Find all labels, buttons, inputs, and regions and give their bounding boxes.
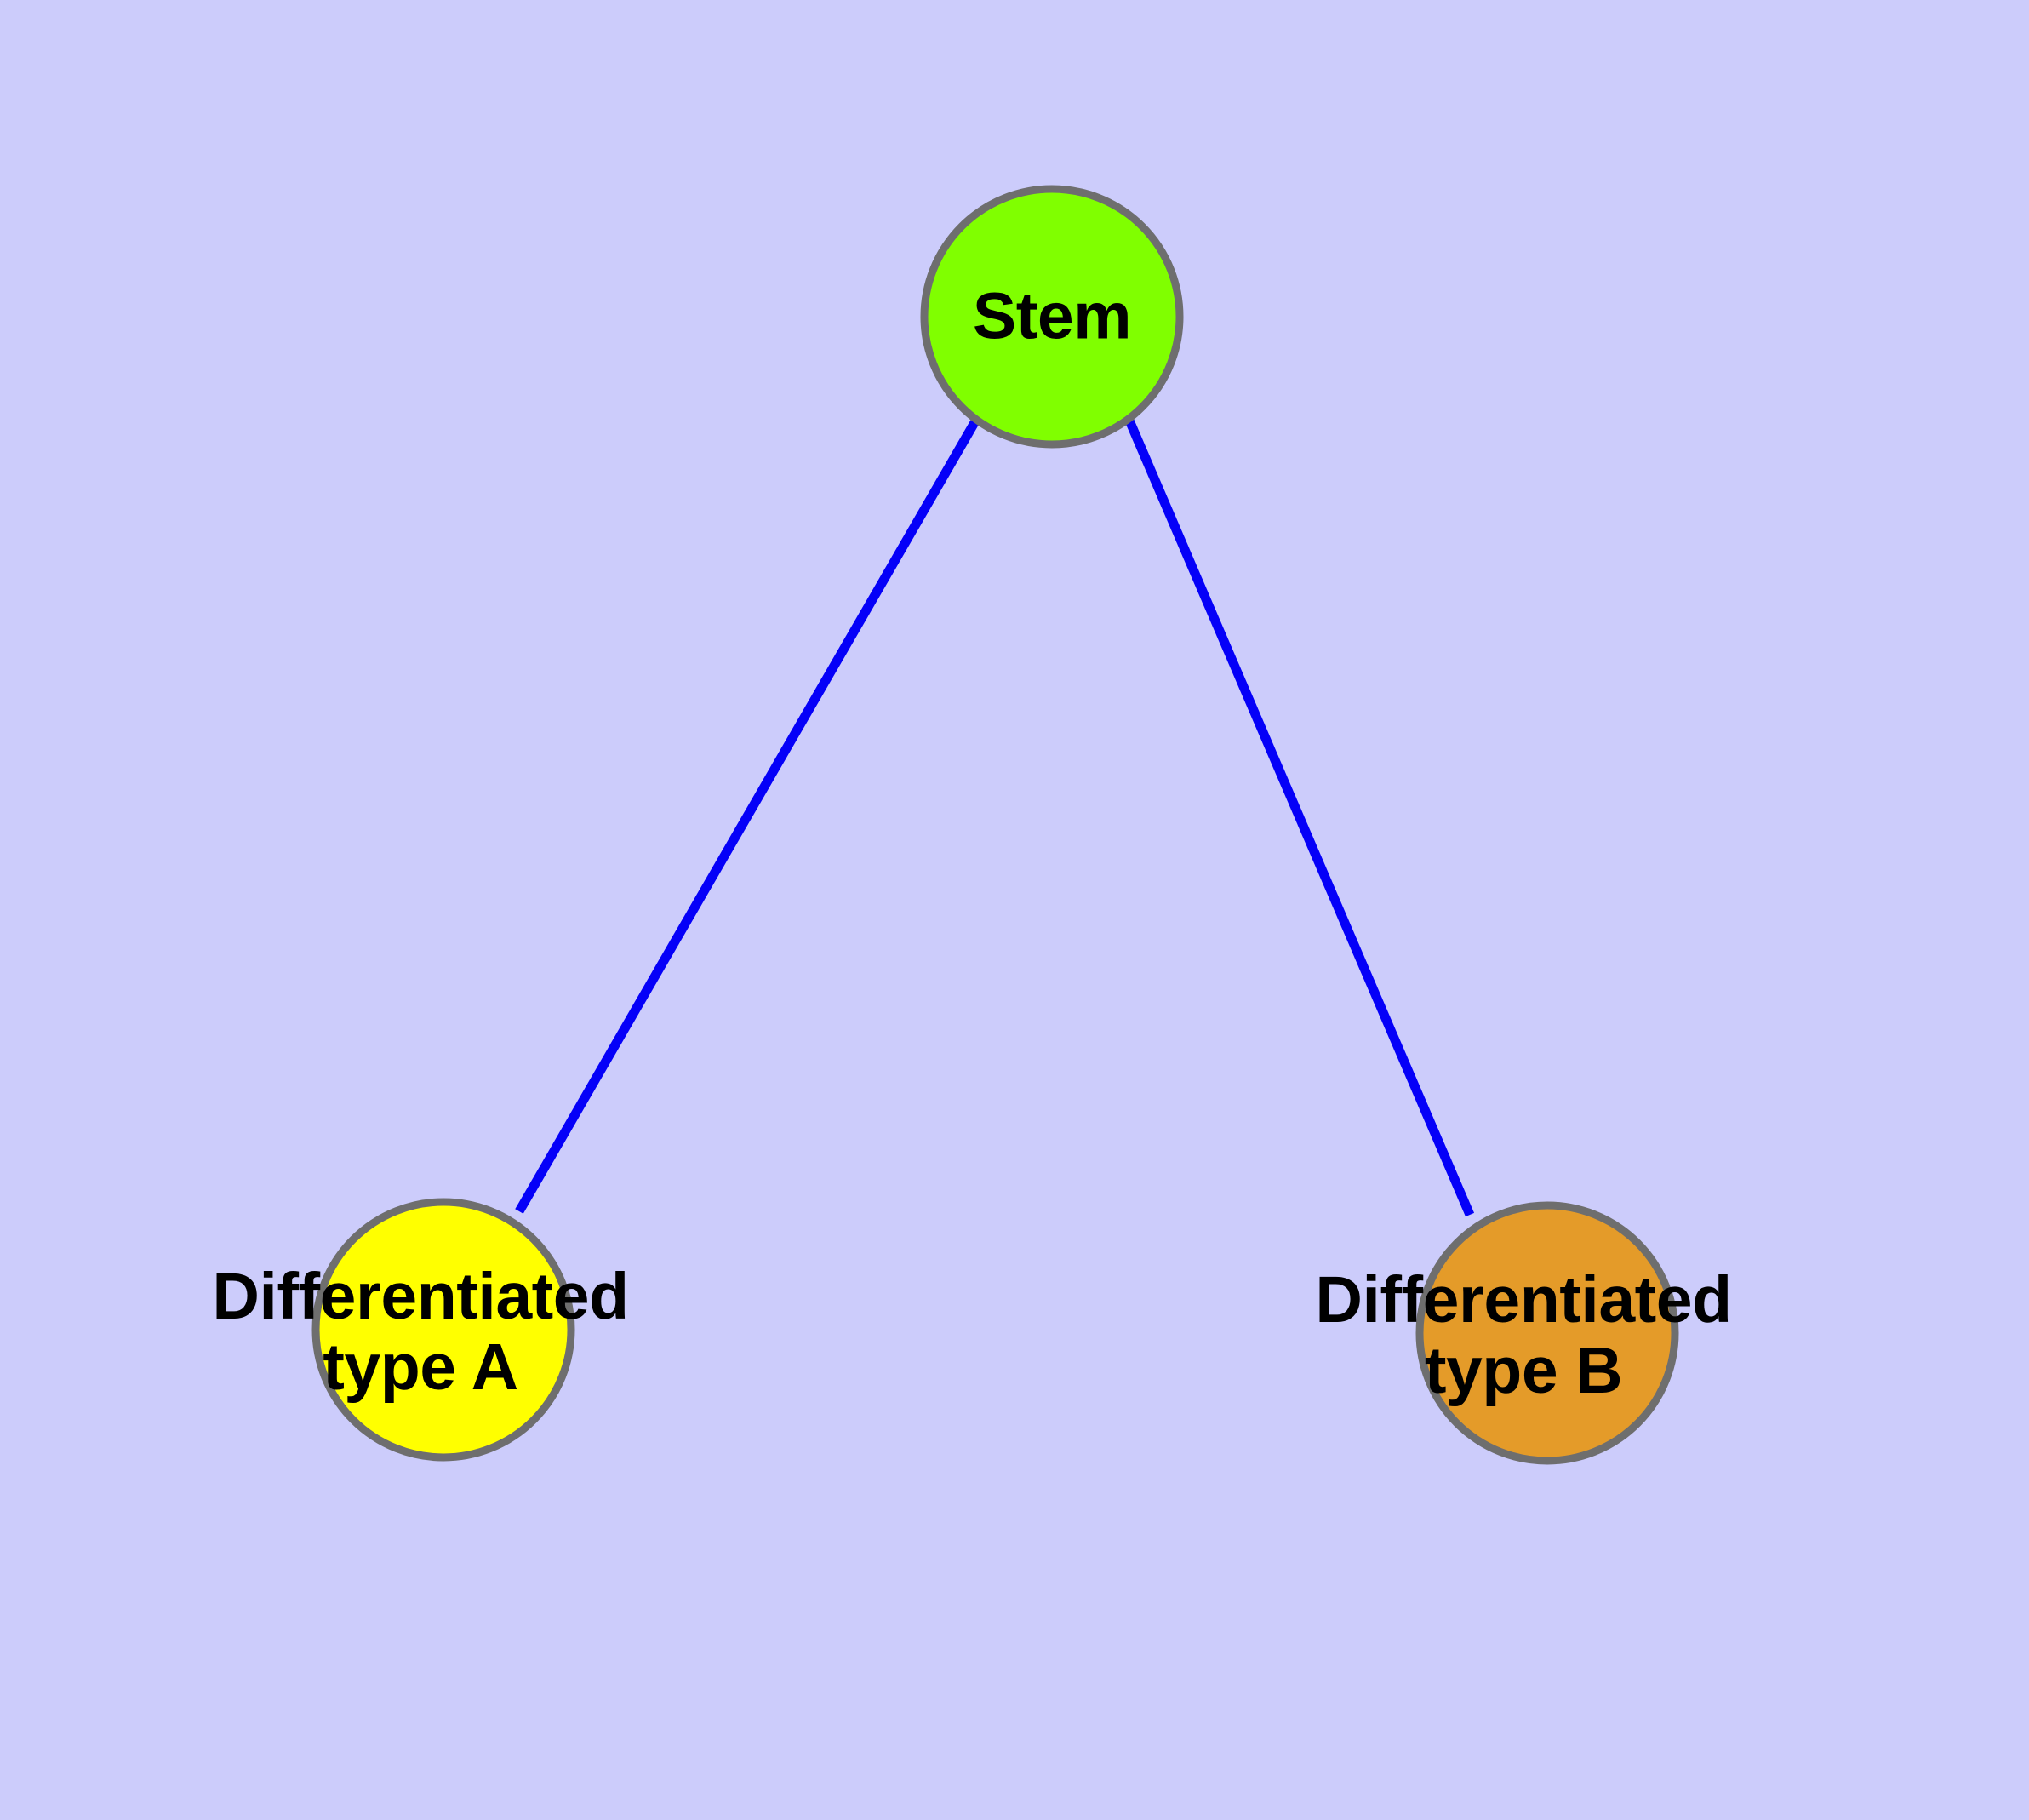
node-stem[interactable]	[920, 185, 1184, 449]
node-layer	[311, 185, 1679, 1465]
edge-stem-to-diff-b[interactable]	[1124, 418, 1475, 1217]
node-differentiated-type-b[interactable]	[1415, 1201, 1679, 1465]
edge-stem-to-diff-a[interactable]	[515, 417, 980, 1214]
node-differentiated-type-a[interactable]	[311, 1198, 575, 1462]
edge-layer	[515, 417, 1475, 1217]
